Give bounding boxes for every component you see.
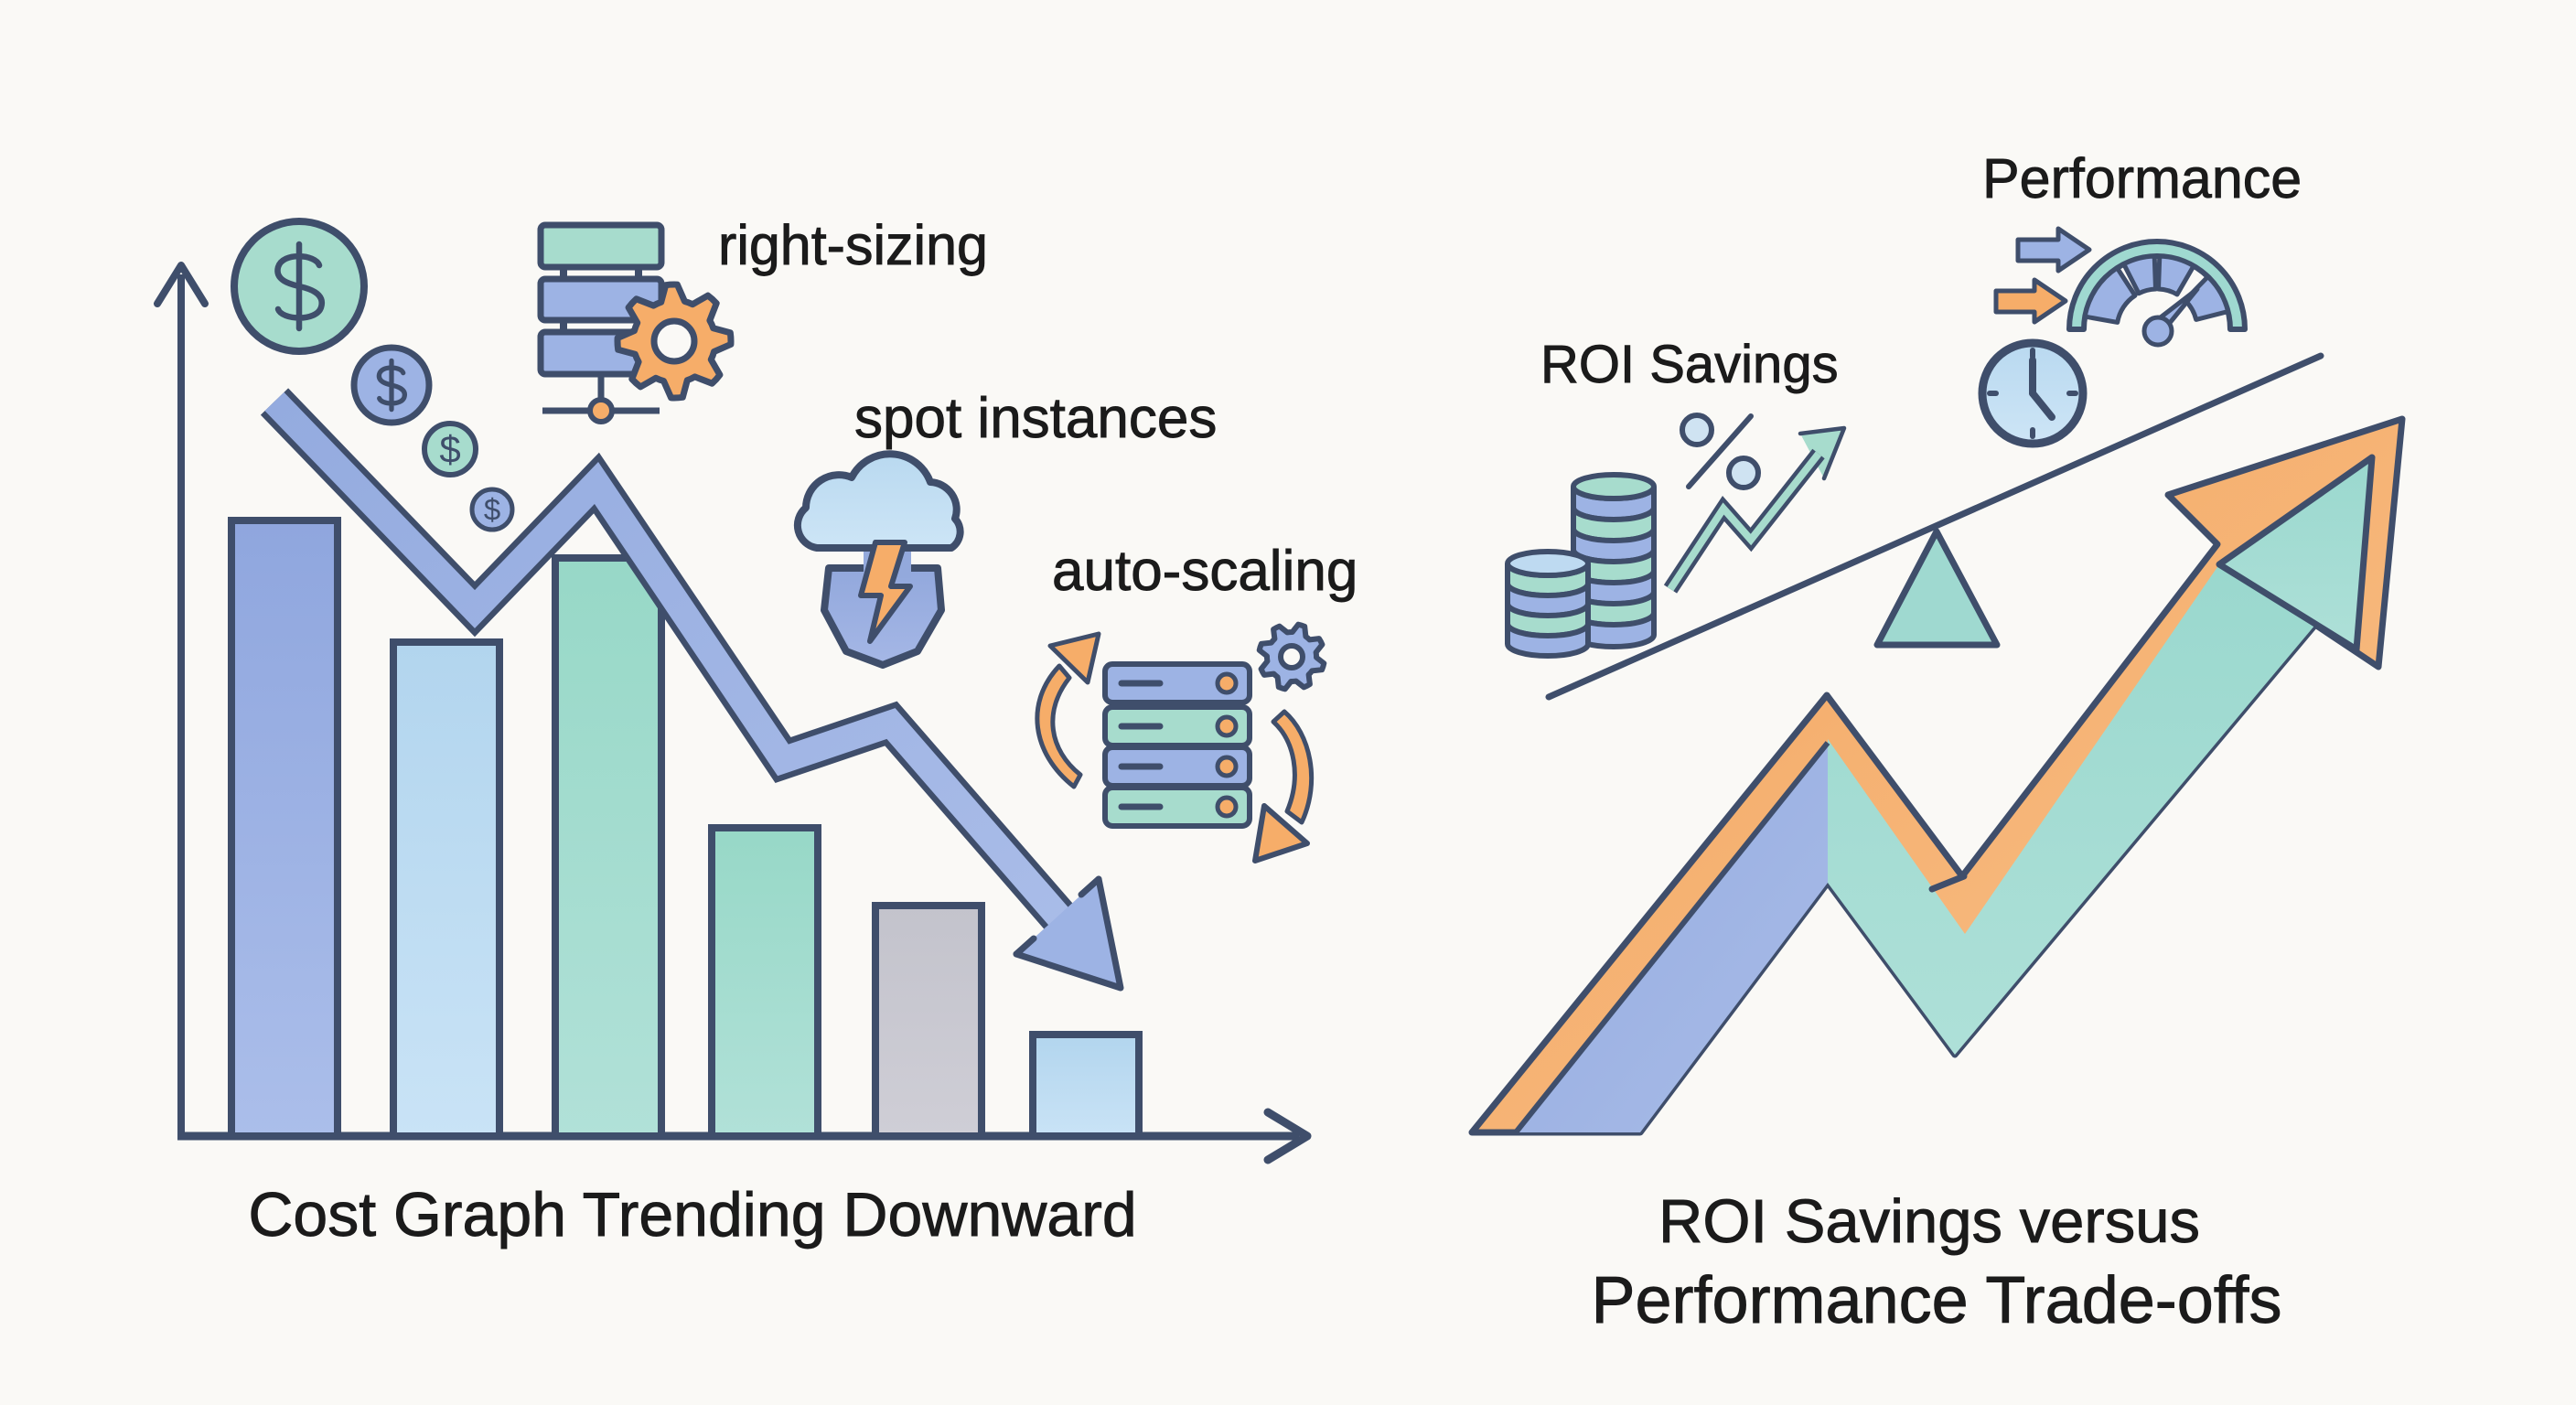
svg-text:ROI Savings: ROI Savings (1540, 335, 1839, 394)
svg-text:$: $ (484, 493, 500, 527)
svg-text:ROI Savings versus: ROI Savings versus (1658, 1187, 2200, 1256)
svg-text:$: $ (439, 428, 460, 471)
svg-text:auto-scaling: auto-scaling (1052, 540, 1358, 603)
svg-text:Performance: Performance (1982, 147, 2302, 209)
svg-text:Performance Trade-offs: Performance Trade-offs (1591, 1264, 2281, 1337)
svg-text:spot instances: spot instances (854, 387, 1217, 450)
svg-text:Cost Graph Trending Downward: Cost Graph Trending Downward (248, 1180, 1136, 1249)
svg-text:right-sizing: right-sizing (718, 214, 988, 276)
